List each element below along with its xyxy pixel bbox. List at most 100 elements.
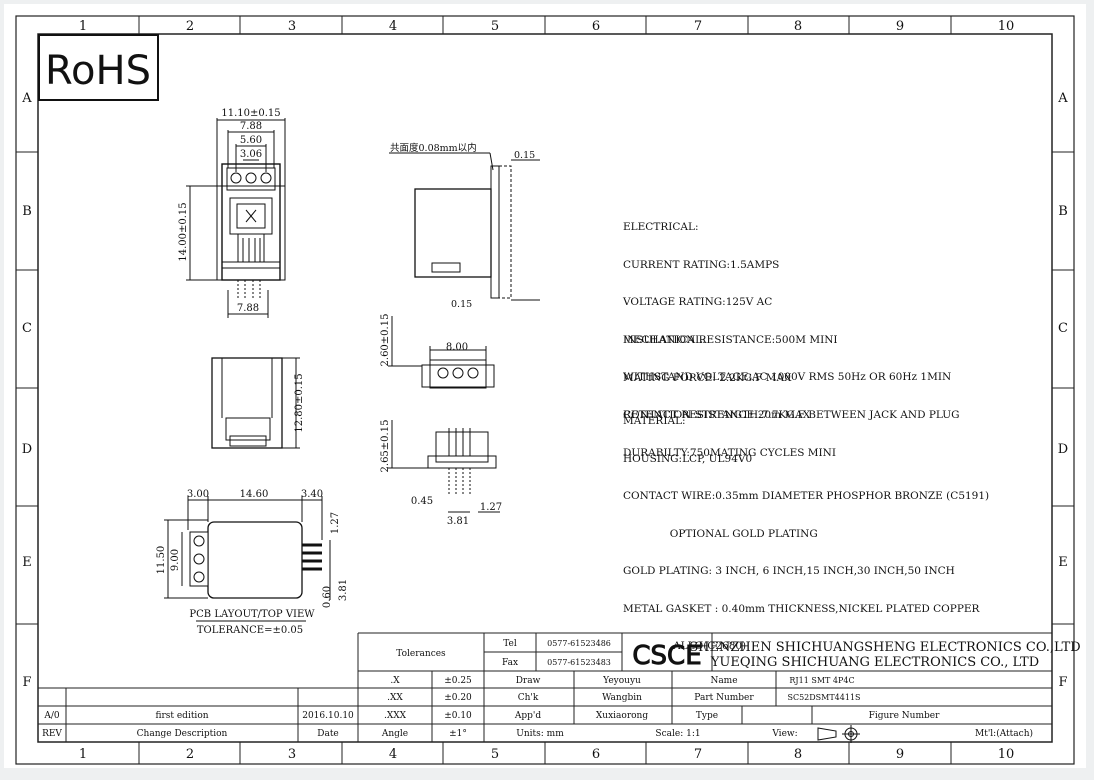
company-name-1: SHENZHEN SHICHUANGSHENG ELECTRONICS CO.,… <box>689 640 1080 655</box>
col-label-bottom: 2 <box>186 747 194 762</box>
pcb-layout <box>164 496 331 622</box>
side-view-dimensions: 共面度0.08mm以内 0.15 0.15 <box>390 142 535 310</box>
note-flatness: 共面度0.08mm以内 <box>390 142 477 154</box>
tol-x-label: .X <box>390 676 400 686</box>
tol-xx-value: ±0.20 <box>444 693 472 703</box>
spec-line: METAL GASKET : 0.40mm THICKNESS,NICKEL P… <box>623 602 980 615</box>
mechanical-specs: MECHANICAL: MATING FORCE: 2.2KG.F MAX RE… <box>623 309 960 472</box>
col-label-top: 4 <box>389 19 397 34</box>
col-label-bottom: 9 <box>896 747 904 762</box>
fax-value: 0577-61523483 <box>547 658 611 667</box>
dim-260: 2.60±0.15 <box>380 314 391 367</box>
col-label-bottom: 5 <box>491 747 499 762</box>
back-view <box>211 357 300 449</box>
dim-front-788: 7.88 <box>240 121 262 132</box>
spec-line: DURABILTY:750MATING CYCLES MINI <box>623 446 836 459</box>
name-label: Name <box>710 676 737 686</box>
spec-line: CURRENT RATING:1.5AMPS <box>623 258 780 271</box>
scale-label: Scale: 1:1 <box>655 729 700 739</box>
spec-line: CONTACT RESISTANCE:20m MAX <box>623 408 811 421</box>
spec-line: INSULATION RESISTANCE:500M MINI <box>623 333 838 346</box>
appd-value: Xuxiaorong <box>596 711 648 721</box>
spec-line: ELECTRICAL: <box>623 221 699 233</box>
col-label-bottom: 8 <box>794 747 802 762</box>
units-label: Units: mm <box>516 729 564 739</box>
col-label-top: 9 <box>896 19 904 34</box>
partno-value: SC52DSMT4411S <box>787 693 860 702</box>
dim-pcb-381: 3.81 <box>338 579 349 601</box>
tol-xx-label: .XX <box>387 693 403 703</box>
column-labels: 1 2 3 4 5 6 7 8 9 10 1 2 3 4 5 6 7 8 9 1… <box>79 19 1014 762</box>
col-label-top: 6 <box>592 19 600 34</box>
row-label-right: B <box>1058 204 1068 219</box>
rev-a-date: 2016.10.10 <box>302 711 354 721</box>
row-label-right: A <box>1057 91 1068 106</box>
row-grid <box>16 151 1074 625</box>
dim-265: 2.65±0.15 <box>380 420 391 473</box>
dim-side-015-top: 0.15 <box>514 150 535 161</box>
dim-pcb-127: 1.27 <box>330 512 341 534</box>
col-label-top: 5 <box>491 19 499 34</box>
col-label-bottom: 6 <box>592 747 600 762</box>
tel-value: 0577-61523486 <box>547 639 611 648</box>
title-block-text: Tolerances .X ±0.25 .XX ±0.20 .XXX ±0.10… <box>42 639 1081 739</box>
pin-view <box>388 420 500 513</box>
dim-front-height: 14.00±0.15 <box>178 202 189 261</box>
partno-label: Part Number <box>694 693 754 703</box>
tel-label: Tel <box>503 639 517 649</box>
row-label-left: E <box>22 555 32 570</box>
name-value: RJ11 SMT 4P4C <box>789 676 854 685</box>
type-label: Type <box>696 711 718 721</box>
mid-view-dimensions: 2.60±0.15 8.00 2.65±0.15 0.45 1.27 3.81 <box>380 314 502 527</box>
tol-xxx-label: .XXX <box>384 711 407 721</box>
spec-line: GOLD PLATING: 3 INCH, 6 INCH,15 INCH,30 … <box>623 565 955 577</box>
spec-line: VOLTAGE RATING:125V AC <box>623 296 773 308</box>
pcb-caption: PCB LAYOUT/TOP VIEW <box>189 609 315 620</box>
col-label-bottom: 7 <box>694 747 702 762</box>
col-label-top: 8 <box>794 19 802 34</box>
tol-angle-label: Angle <box>381 729 408 739</box>
rev-column-label: REV <box>42 729 62 739</box>
row-label-right: F <box>1058 675 1067 690</box>
side-view <box>389 152 540 301</box>
appd-label: App'd <box>514 711 541 721</box>
dim-pcb-060: 0.60 <box>322 586 333 608</box>
spec-line: CONTACT WIRE:0.35mm DIAMETER PHOSPHOR BR… <box>623 490 990 502</box>
draw-label: Draw <box>516 676 541 686</box>
col-label-top: 1 <box>79 19 87 34</box>
rev-a-label: A/0 <box>43 711 60 721</box>
spec-line: MATERIAL: <box>623 415 686 427</box>
rohs-box <box>38 34 159 101</box>
electrical-specs: ELECTRICAL: CURRENT RATING:1.5AMPS VOLTA… <box>623 196 951 434</box>
view-label: View: <box>771 729 797 739</box>
dim-pcb-900: 9.00 <box>170 549 181 571</box>
dim-side-015-bottom: 0.15 <box>451 299 472 310</box>
tol-angle-value: ±1° <box>449 729 467 739</box>
col-label-bottom: 10 <box>998 747 1015 762</box>
projection-symbol-icon <box>817 725 860 743</box>
dim-front-306: 3.06 <box>240 149 262 160</box>
fax-label: Fax <box>502 658 518 668</box>
column-grid <box>138 16 952 764</box>
chk-label: Ch'k <box>518 693 539 703</box>
spec-line: ALLO(C2680) <box>623 640 747 652</box>
spec-line: WITHSTAND VOLTAGE:AC 1000V RMS 50Hz OR 6… <box>623 371 952 383</box>
material-label: Mt'l:(Attach) <box>975 728 1033 739</box>
row-label-left: F <box>22 675 31 690</box>
row-labels: A B C D E F A B C D E F <box>21 91 1068 690</box>
spec-line: MATING FORCE: 2.2KG.F MAX <box>623 371 792 384</box>
row-label-left: D <box>22 442 32 457</box>
row-label-right: D <box>1058 442 1068 457</box>
pcb-dimensions: 3.00 14.60 3.40 11.50 9.00 1.27 0.60 3.8… <box>156 489 349 636</box>
dim-pcb-340: 3.40 <box>301 489 323 500</box>
spec-line: MECHANICAL: <box>623 334 706 346</box>
change-description-label: Change Description <box>137 729 228 739</box>
row-label-right: C <box>1058 321 1068 336</box>
spec-line: OPTIONAL GOLD PLATING <box>623 527 818 540</box>
chk-value: Wangbin <box>602 693 642 703</box>
draw-value: Yeyouyu <box>602 676 641 686</box>
row-label-right: E <box>1058 555 1068 570</box>
col-label-top: 10 <box>998 19 1015 34</box>
col-label-top: 7 <box>694 19 702 34</box>
